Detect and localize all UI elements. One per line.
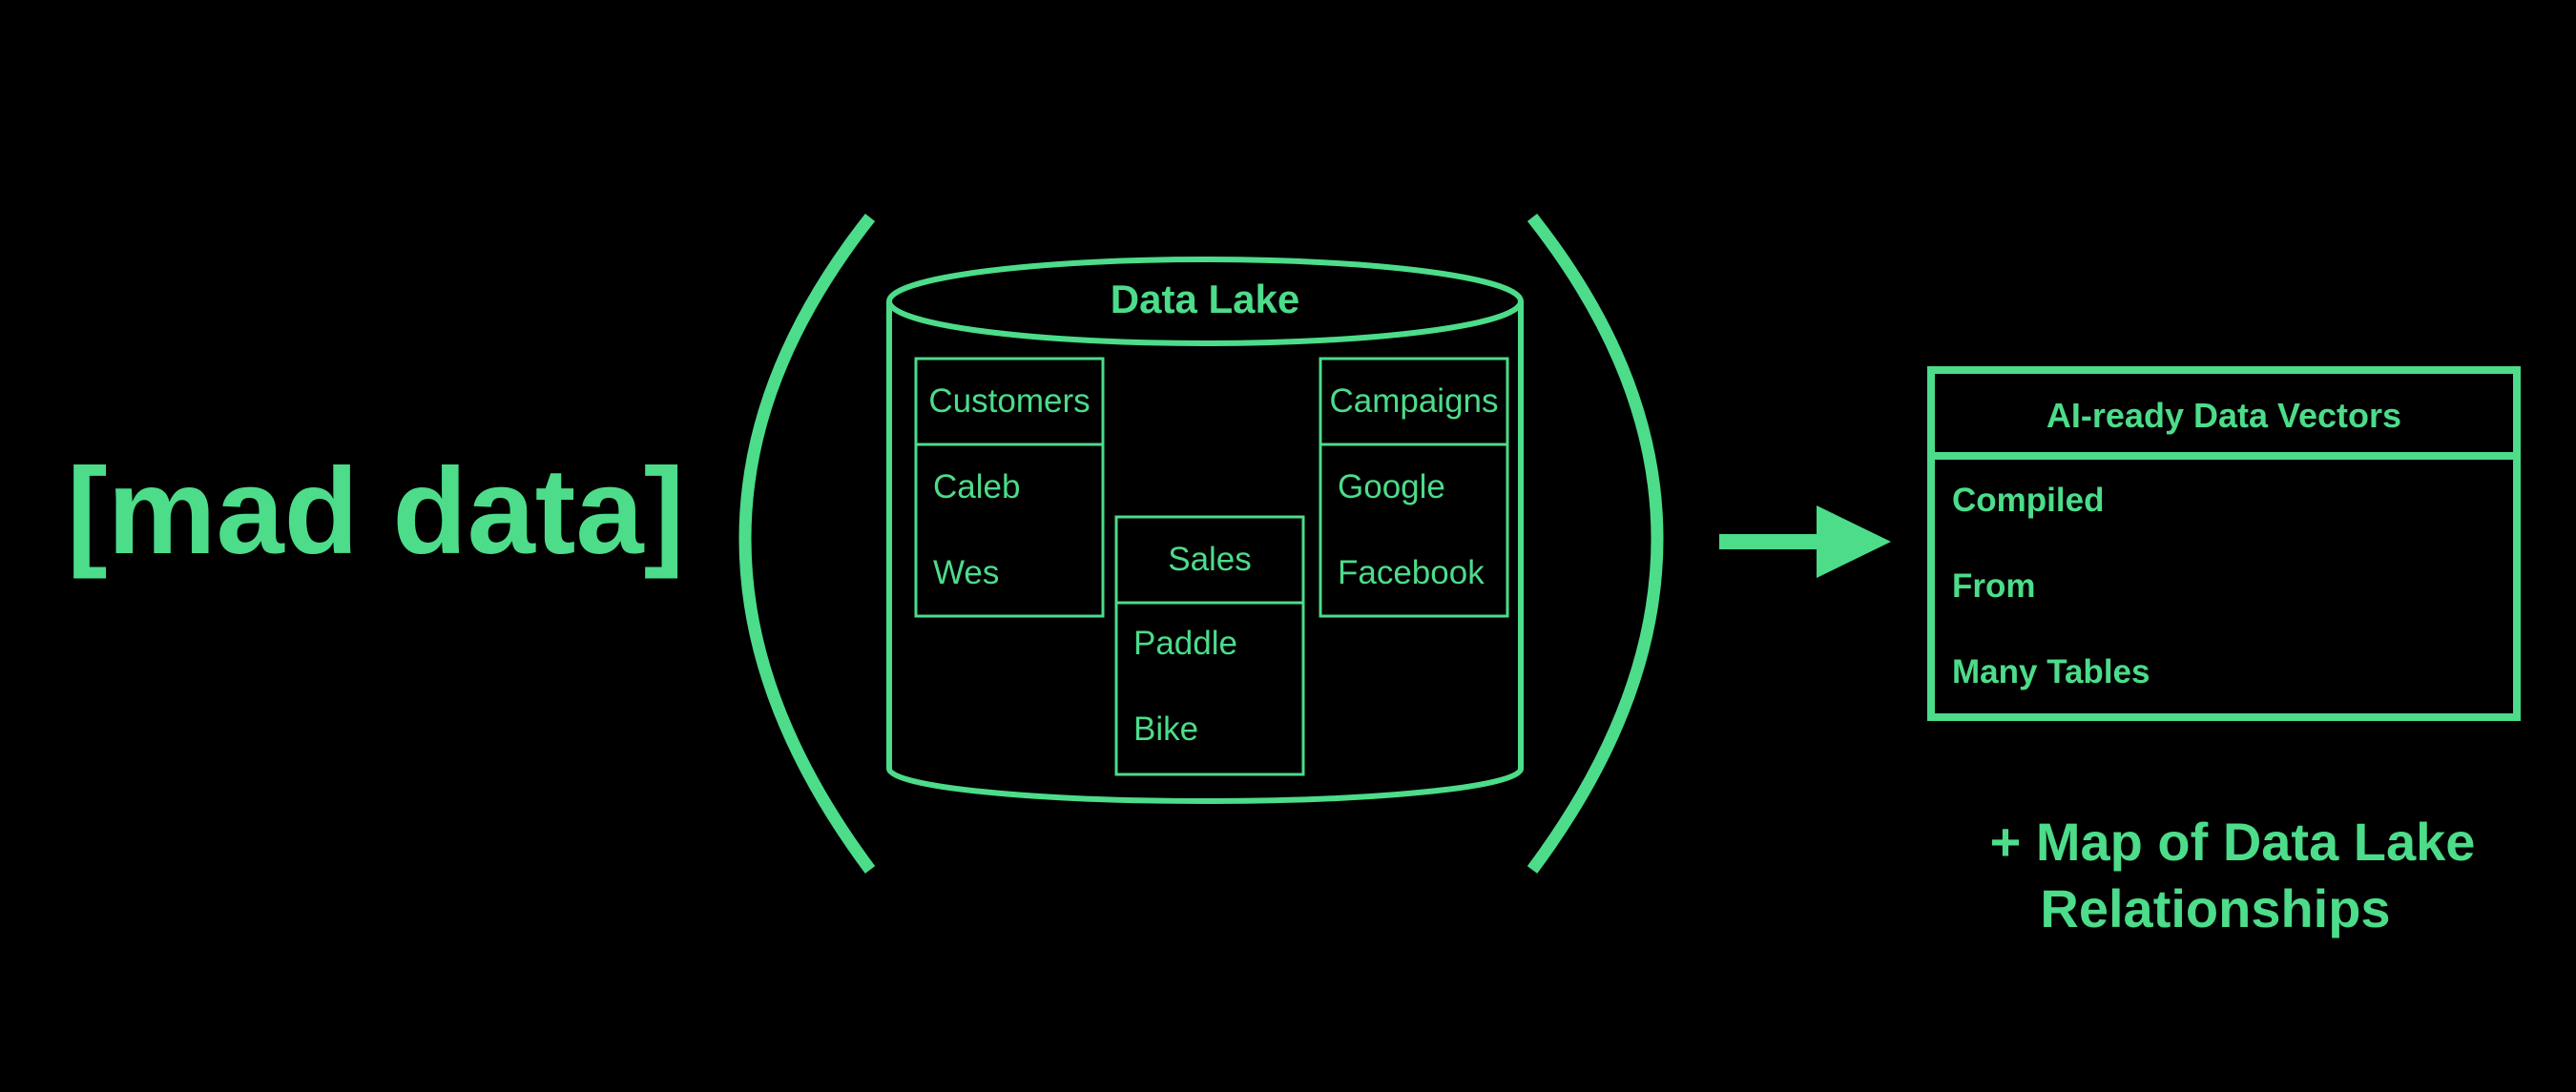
table-row: Many Tables xyxy=(1952,653,2150,690)
table-header: Customers xyxy=(928,382,1090,420)
table-header: Sales xyxy=(1168,541,1252,578)
table-frame xyxy=(914,357,1105,618)
brand-label: [mad data] xyxy=(67,443,684,580)
ai-ready-vectors-table: AI-ready Data Vectors Compiled From Many… xyxy=(1927,366,2521,721)
customers-table: Customers Caleb Wes xyxy=(914,357,1105,618)
data-lake-title: Data Lake xyxy=(1111,277,1299,321)
cylinder-top xyxy=(886,257,1524,346)
table-row: Caleb xyxy=(933,468,1020,505)
table-row: Wes xyxy=(933,554,999,591)
table-row: From xyxy=(1952,567,2036,605)
table-frame xyxy=(1319,357,1509,618)
table-row: Paddle xyxy=(1133,625,1237,662)
cylinder-body xyxy=(886,301,1524,804)
right-parenthesis xyxy=(1527,213,1664,874)
footnote-line-1: + Map of Data Lake xyxy=(1990,812,2476,872)
table-frame xyxy=(1927,366,2521,721)
arrow-right-icon xyxy=(1719,505,1891,578)
data-lake-cylinder: Data Lake xyxy=(886,257,1524,804)
footnote-line-2: Relationships xyxy=(2040,878,2390,938)
table-row: Google xyxy=(1338,468,1445,505)
table-header: Campaigns xyxy=(1329,382,1498,420)
table-row: Compiled xyxy=(1952,482,2104,519)
table-row: Bike xyxy=(1133,711,1198,748)
sales-table: Sales Paddle Bike xyxy=(1114,515,1305,776)
table-header: AI-ready Data Vectors xyxy=(2046,396,2401,435)
table-frame xyxy=(1114,515,1305,776)
left-parenthesis xyxy=(738,213,876,874)
table-row: Facebook xyxy=(1338,554,1485,591)
campaigns-table: Campaigns Google Facebook xyxy=(1319,357,1509,618)
